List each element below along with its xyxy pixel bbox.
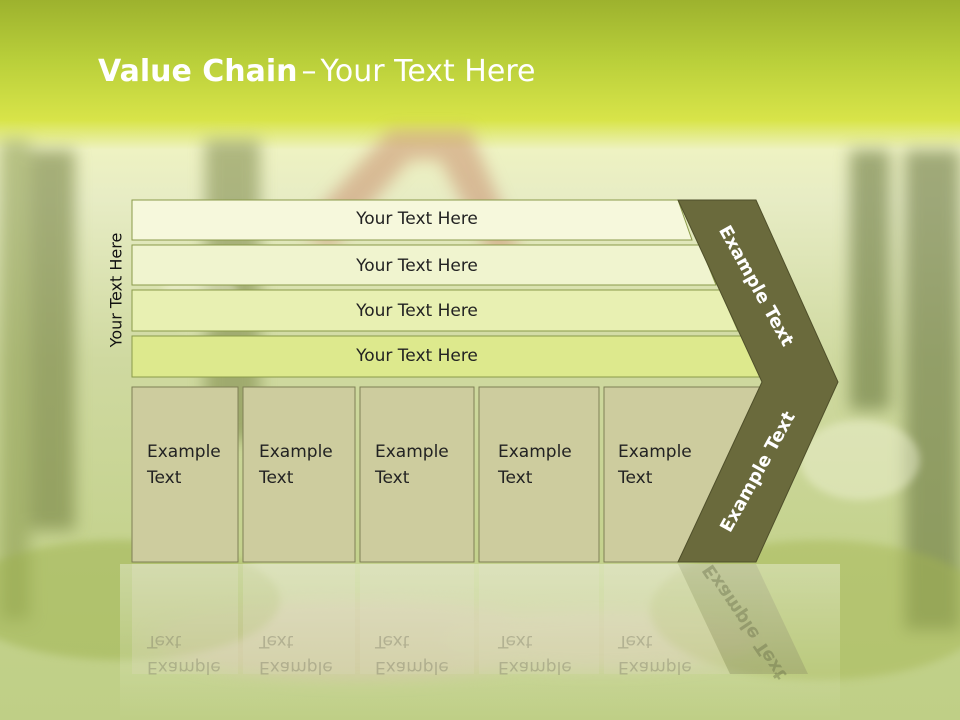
- row-bar-1: [131, 199, 693, 241]
- chevron-arrow: [677, 199, 839, 563]
- column-box-4: [478, 386, 600, 563]
- column-label-1: Example Text: [147, 442, 221, 488]
- column-box-2: [242, 386, 356, 563]
- side-label: Your Text Here: [106, 232, 126, 348]
- column-box-3: [359, 386, 475, 563]
- row-label-3: Your Text Here: [356, 301, 478, 321]
- row-bar-2: [131, 244, 717, 286]
- title-strong: Value Chain: [98, 54, 298, 89]
- column-reflection-2: Example Text: [259, 631, 333, 677]
- column-reflection-5: Example Text: [618, 631, 692, 677]
- row-label-1: Your Text Here: [356, 209, 478, 229]
- column-reflection-3: Example Text: [375, 631, 449, 677]
- column-box-1: [131, 386, 239, 563]
- column-label-3: Example Text: [375, 442, 449, 488]
- column-label-4: Example Text: [498, 442, 572, 488]
- column-label-5: Example Text: [618, 442, 692, 488]
- column-reflection-4: Example Text: [498, 631, 572, 677]
- row-label-4: Your Text Here: [356, 346, 478, 366]
- row-label-2: Your Text Here: [356, 256, 478, 276]
- title-rest: Your Text Here: [320, 54, 536, 89]
- column-label-2: Example Text: [259, 442, 333, 488]
- title-separator: –: [301, 54, 317, 89]
- slide-title: Value Chain–Your Text Here: [98, 54, 535, 89]
- column-reflection-1: Example Text: [147, 631, 221, 677]
